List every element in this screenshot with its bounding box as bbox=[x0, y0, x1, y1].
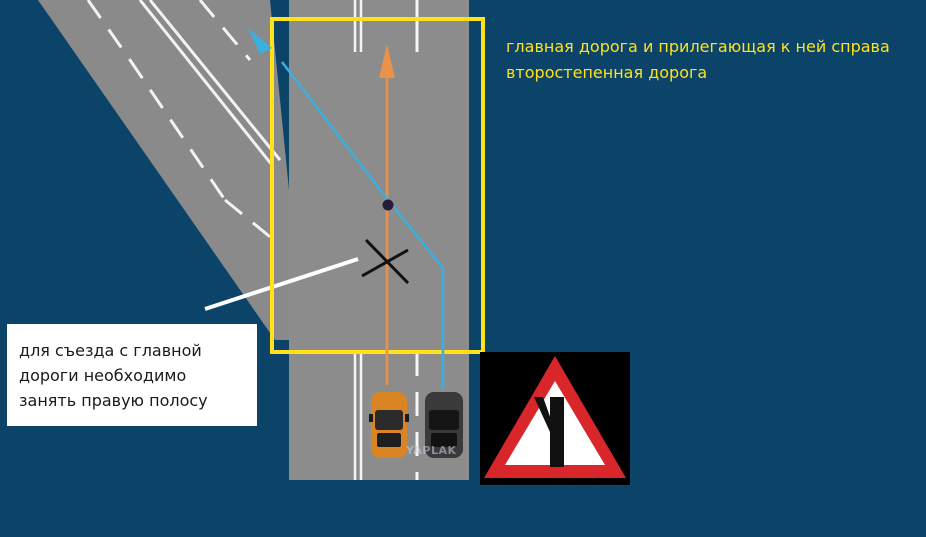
orange-path-arrow bbox=[379, 44, 395, 385]
sign-main-road-symbol bbox=[550, 397, 564, 467]
watermark-text: YAPLAK bbox=[406, 444, 457, 457]
callout-line-1: для съезда с главной bbox=[19, 341, 202, 360]
wrong-maneuver-cross bbox=[361, 238, 410, 285]
conflict-point-dot bbox=[382, 199, 394, 211]
callout-line-2: дороги необходимо bbox=[19, 366, 187, 385]
intersection-highlight-frame bbox=[270, 17, 485, 354]
orange-car bbox=[369, 392, 409, 458]
main-caption-line-1: главная дорога и прилегающая к ней справ… bbox=[506, 37, 890, 56]
explanation-callout: для съезда с главной дороги необходимо з… bbox=[7, 324, 257, 426]
main-caption: главная дорога и прилегающая к ней справ… bbox=[506, 34, 916, 86]
blue-path-arrow bbox=[248, 28, 445, 390]
callout-line-3: занять правую полосу bbox=[19, 391, 208, 410]
main-caption-line-2: второстепенная дорога bbox=[506, 63, 708, 82]
callout-pointer-line bbox=[204, 257, 359, 311]
secondary-road bbox=[38, 0, 290, 340]
junction-sign bbox=[480, 352, 630, 485]
dark-car bbox=[425, 392, 463, 458]
sign-secondary-road-symbol bbox=[534, 397, 553, 432]
